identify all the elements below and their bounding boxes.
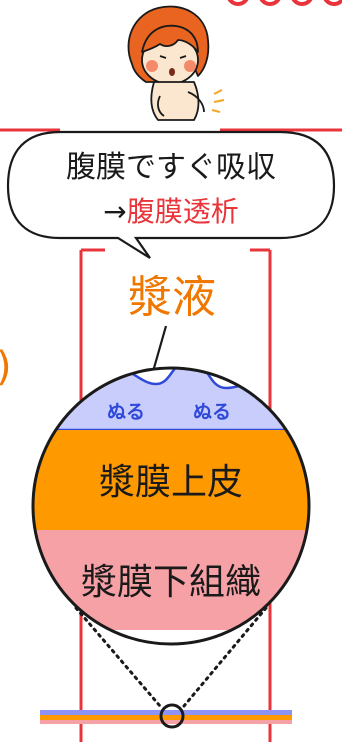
bottom-membrane-band bbox=[40, 710, 292, 724]
speech-bubble: 腹膜ですぐ吸収 →腹膜透析 bbox=[6, 130, 336, 259]
bubble-arrow: → bbox=[103, 195, 126, 228]
magnifier-outline bbox=[31, 366, 311, 646]
bubble-line-1: 腹膜ですぐ吸収 bbox=[66, 150, 276, 185]
serous-fluid-label: 漿液 bbox=[128, 272, 216, 323]
layer-label-epithelium: 漿膜上皮 bbox=[99, 462, 243, 503]
left-edge-paren: ) bbox=[0, 344, 12, 390]
serous-fluid-layer bbox=[33, 368, 309, 432]
layer-label-subserosa: 漿膜下組織 bbox=[81, 562, 261, 603]
zoom-dotted-lines bbox=[74, 606, 268, 708]
wet-mark-right: ぬる bbox=[193, 401, 231, 423]
character-illustration bbox=[127, 5, 225, 121]
magnified-layers: ぬる ぬる bbox=[33, 368, 309, 644]
bubble-line-2: →腹膜透析 bbox=[103, 195, 238, 228]
top-decoration-circles bbox=[227, 0, 342, 6]
layer-serosa-epithelium bbox=[33, 430, 309, 530]
bubble-term-peritoneal-dialysis: 腹膜透析 bbox=[127, 195, 239, 228]
wet-mark-left: ぬる bbox=[107, 401, 145, 423]
zoom-focus-circle bbox=[159, 703, 185, 729]
